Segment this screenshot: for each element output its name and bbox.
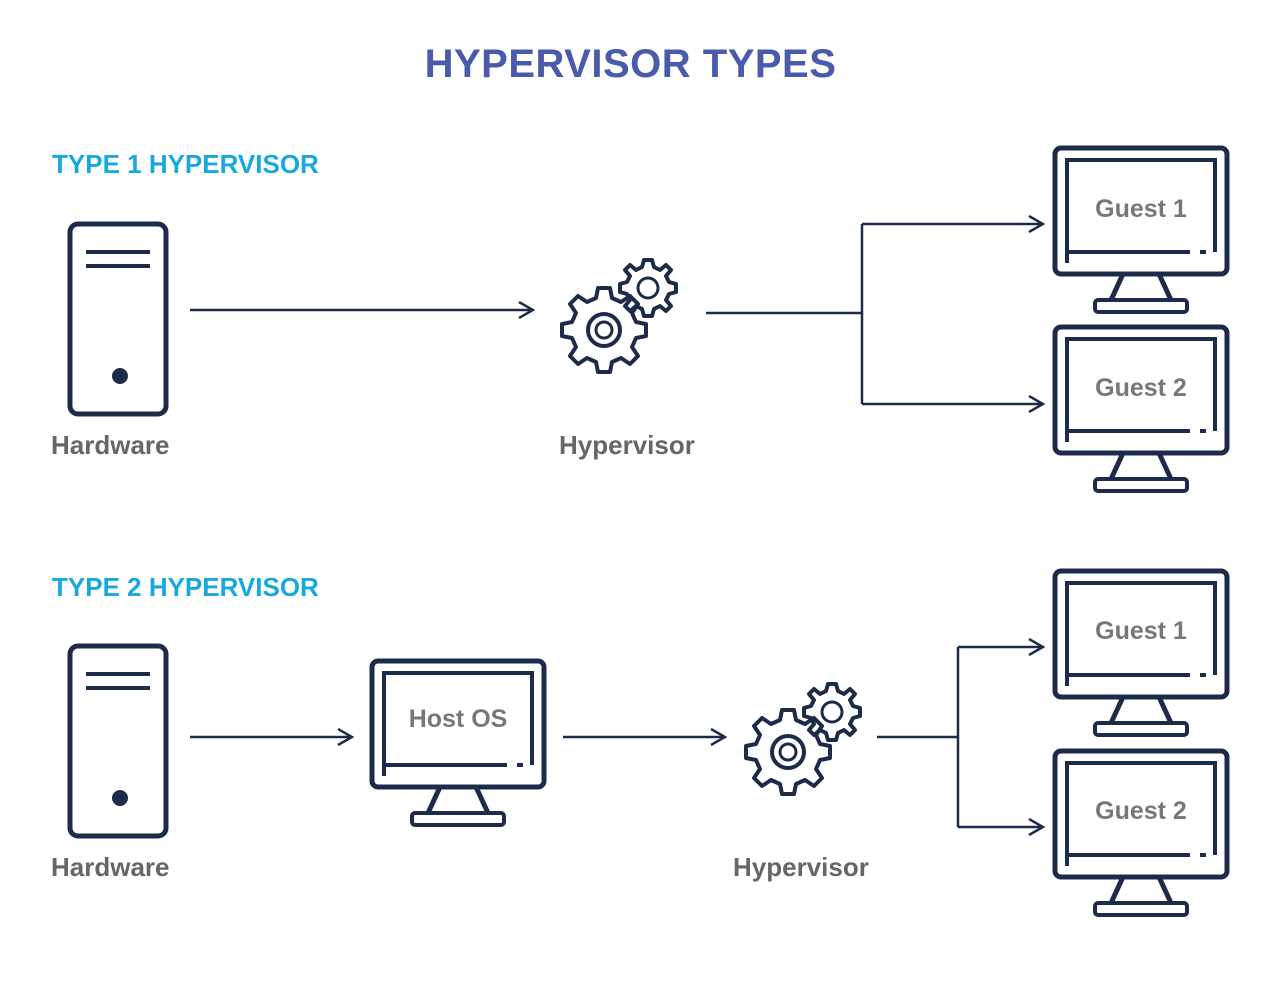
type1-hypervisor-label: Hypervisor [559,430,695,460]
guest-monitor-icon [1055,751,1227,915]
host-os-label: Host OS [408,705,508,733]
host-os-monitor-icon [372,661,544,825]
type1-hardware-label: Hardware [51,430,170,460]
hardware-server-icon [70,646,166,836]
type2-guest1-label: Guest 1 [1095,617,1187,645]
branch-connector [706,224,864,404]
type1-guest1-label: Guest 1 [1095,195,1187,223]
guest-monitor-icon [1055,148,1227,312]
hardware-server-icon [70,224,166,414]
type1-heading: TYPE 1 HYPERVISOR [52,149,319,179]
page-title: HYPERVISOR TYPES [424,42,837,86]
type2-heading: TYPE 2 HYPERVISOR [52,572,319,602]
type2-hypervisor-label: Hypervisor [733,852,869,882]
gears-icon [744,682,862,796]
guest-monitor-icon [1055,327,1227,491]
type2-guest2-label: Guest 2 [1095,797,1187,825]
branch-connector [877,647,960,827]
gears-icon [560,258,678,374]
type2-hardware-label: Hardware [51,852,170,882]
guest-monitor-icon [1055,571,1227,735]
type1-guest2-label: Guest 2 [1095,374,1187,402]
